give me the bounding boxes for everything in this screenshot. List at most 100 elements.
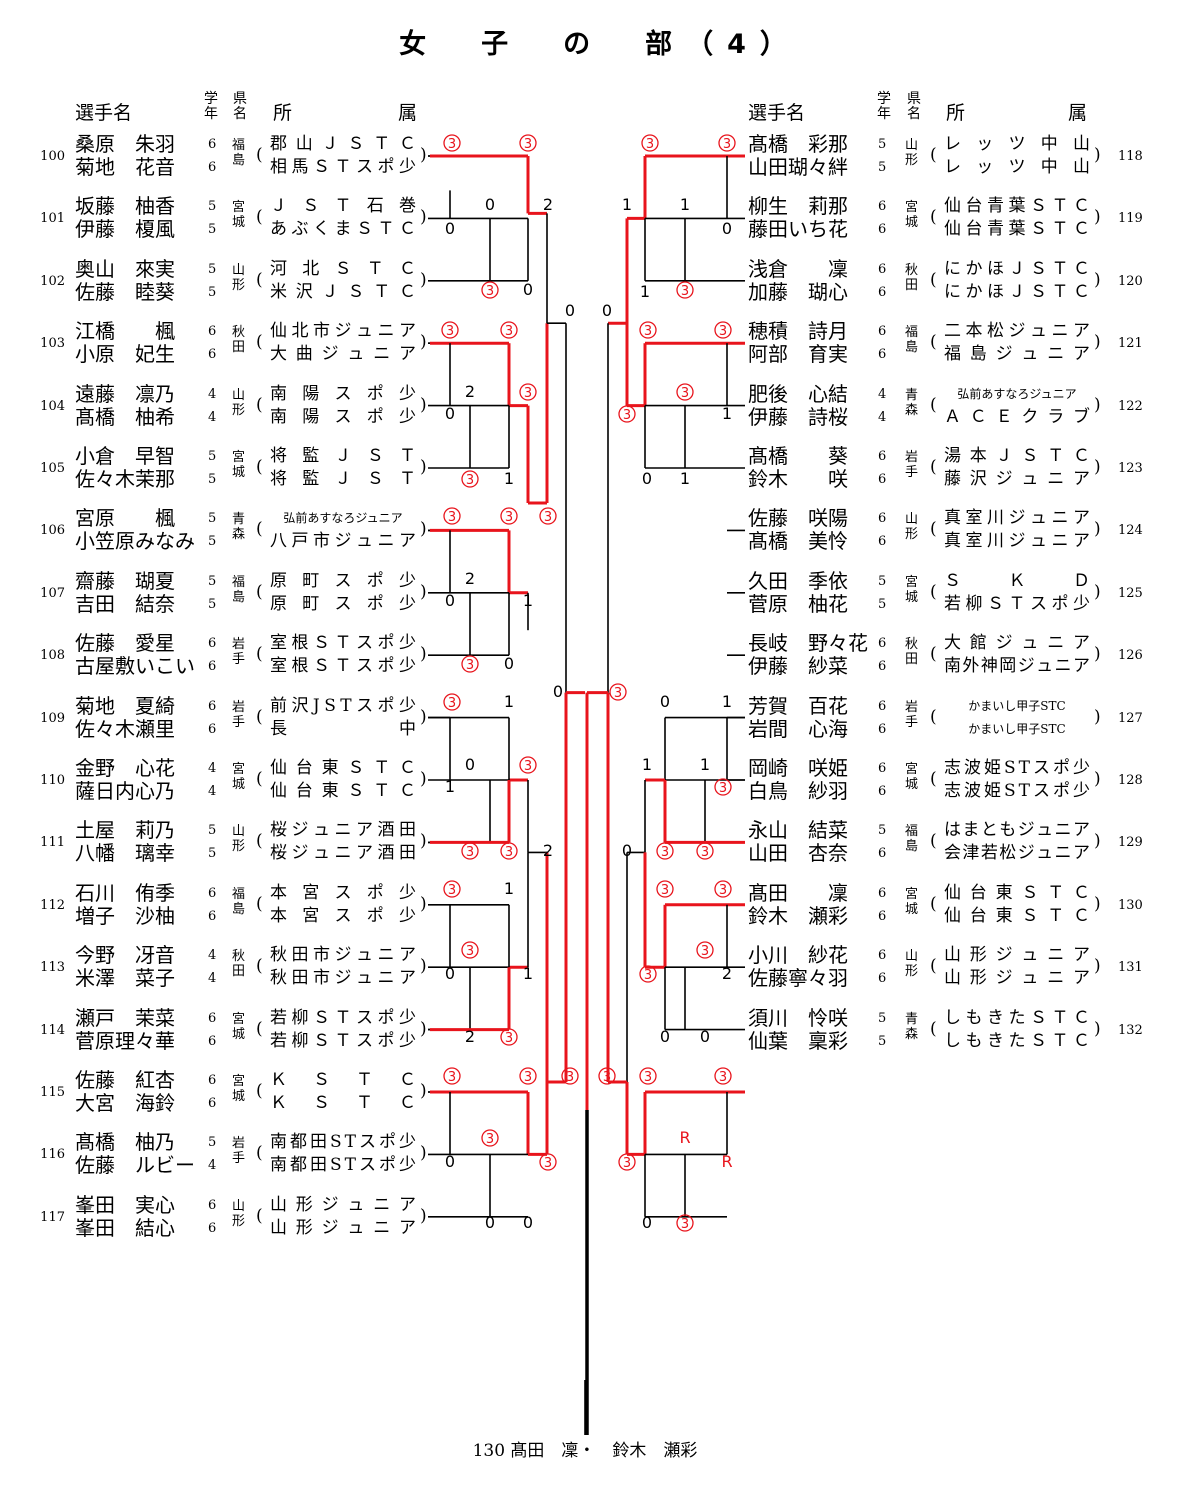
paren-close: ) (1094, 145, 1101, 165)
header-pref-right: 県名 (907, 91, 921, 122)
score-label: 3 (524, 759, 532, 774)
score-circle (481, 1129, 499, 1147)
score-label: 3 (466, 473, 474, 488)
paren-close: ) (1094, 956, 1101, 977)
player-name: 髙橋 柚希 (75, 404, 175, 429)
prefecture: 秋田 (231, 949, 245, 980)
score-label: 0 (660, 1027, 670, 1046)
header-name-right: 選手名 (748, 102, 806, 124)
player-grade: 6 (208, 908, 217, 924)
player-grade: 5 (208, 823, 217, 839)
player-name: 佐藤 睦葵 (75, 279, 175, 304)
player-grade: 6 (878, 784, 887, 799)
paren-open: ( (930, 706, 937, 727)
paren-open: ( (256, 644, 263, 665)
paren-close: ) (1094, 332, 1101, 353)
score-label: 2 (465, 382, 475, 401)
prefecture: 福島 (231, 886, 245, 917)
player-grade: 5 (878, 137, 887, 152)
player-grade: 5 (208, 573, 217, 589)
score-circle (539, 507, 557, 525)
player-grade: 5 (208, 1135, 217, 1151)
prefecture: 岩手 (231, 1136, 245, 1167)
score-label: 1 (504, 469, 514, 488)
score-label: 0 (445, 219, 455, 238)
paren-close: ) (1094, 581, 1101, 602)
player-name: 桑原 朱羽 (75, 132, 175, 156)
entry-number: 113 (40, 960, 65, 976)
score-label: 0 (700, 1027, 710, 1046)
entry-number: 121 (1118, 336, 1143, 352)
paren-close: ) (1094, 519, 1101, 540)
score-label: 3 (719, 883, 727, 898)
score-circle (696, 941, 714, 959)
header-club-a-left: 所 (273, 102, 293, 124)
entry-number: 124 (1118, 523, 1143, 539)
player-grade: 6 (878, 971, 887, 987)
header-grade-left: 学年 (204, 91, 218, 122)
player-grade: 6 (878, 908, 887, 924)
club-name: 真室川ジュニア (944, 531, 1090, 552)
player-name: 肥後 心結 (748, 381, 848, 406)
score-circle (461, 470, 479, 488)
score-circle (519, 1067, 537, 1085)
player-grade: 6 (878, 347, 887, 363)
score-label: 0 (485, 1213, 495, 1232)
player-grade: 6 (878, 761, 887, 776)
player-grade: 4 (208, 784, 217, 799)
paren-close: ) (420, 893, 427, 914)
player-grade: 5 (878, 160, 887, 175)
paren-open: ( (930, 207, 937, 228)
paren-open: ( (930, 644, 937, 665)
club-name: 南陽スポ少 (270, 383, 416, 404)
score-label: 1 (445, 777, 455, 796)
prefecture: 青森 (904, 387, 918, 418)
player-name: 佐藤寧々羽 (748, 966, 848, 991)
player-name: 山田 杏奈 (748, 841, 848, 866)
score-label: 1 (700, 755, 710, 774)
score-label: 0 (642, 469, 652, 488)
club-name: かまいし甲子STC (968, 698, 1066, 713)
prefecture: 宮城 (904, 886, 918, 917)
player-name: 佐々木茉那 (75, 467, 175, 491)
paren-close: ) (420, 1205, 427, 1226)
player-name: 長岐 野々花 (748, 631, 868, 656)
score-circle (639, 965, 657, 983)
player-grade: 6 (878, 261, 887, 277)
paren-open: ( (930, 519, 937, 540)
player-name: 伊藤 詩桜 (748, 404, 848, 429)
paren-close: ) (420, 394, 427, 415)
club-name: 秋田市ジュニア (270, 968, 416, 989)
score-label: 3 (524, 1070, 532, 1085)
score-circle (443, 1067, 461, 1085)
player-grade: 5 (208, 199, 217, 215)
score-circle (714, 778, 732, 796)
player-name: 髙橋 美怜 (748, 529, 848, 554)
score-circle (443, 693, 461, 711)
prefecture: 山形 (231, 387, 245, 418)
player-grade: 6 (878, 636, 887, 652)
paren-open: ( (256, 956, 263, 977)
club-name: 大館ジュニア (944, 633, 1090, 654)
prefecture: 青森 (904, 1011, 918, 1042)
prefecture: 宮城 (231, 200, 245, 231)
paren-open: ( (930, 831, 937, 852)
paren-open: ( (256, 706, 263, 727)
club-name: 本宮スポ少 (270, 905, 416, 926)
player-grade: 6 (878, 846, 887, 862)
paren-close: ) (1094, 457, 1101, 477)
paren-close: ) (420, 956, 427, 977)
paren-open: ( (256, 145, 263, 165)
player-name: 薩日内心乃 (75, 779, 175, 803)
prefecture: 岩手 (231, 637, 245, 668)
score-circle (461, 655, 479, 673)
player-name: 菊地 夏綺 (75, 693, 175, 718)
score-label: 1 (523, 964, 533, 983)
